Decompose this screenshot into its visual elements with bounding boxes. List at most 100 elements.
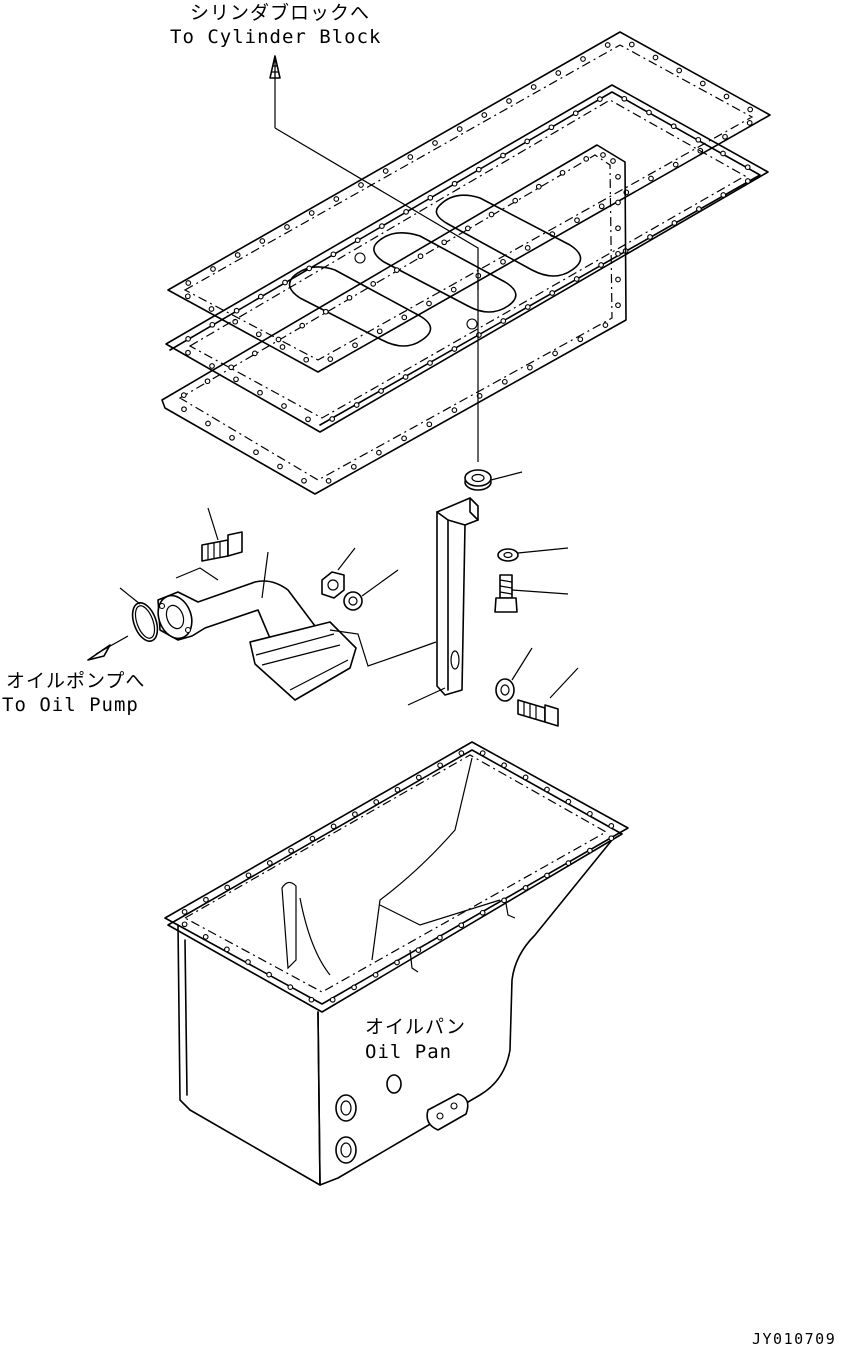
bolt-hole	[322, 308, 329, 315]
nut	[321, 547, 356, 599]
arrow-up-icon	[269, 55, 281, 79]
bolt-hole	[288, 847, 294, 854]
bolt-hole	[501, 762, 507, 769]
bolt-hole	[722, 133, 728, 140]
oil-pan-label: Oil Pan	[365, 1041, 453, 1063]
bolt-hole	[303, 356, 310, 363]
bolt-hole	[437, 934, 443, 941]
cylinder-block-label: To Cylinder Block	[170, 26, 382, 48]
bolt-hole	[587, 847, 593, 854]
bolt-hole	[209, 363, 215, 369]
bolt-small	[494, 574, 569, 613]
bolt-hole	[224, 884, 231, 891]
bolt-hole	[488, 211, 495, 218]
bolt-hole	[275, 336, 282, 343]
bolt-hole	[672, 161, 679, 168]
bolt-hole	[180, 392, 187, 398]
bolt-hole	[299, 322, 306, 329]
bolt-hole	[583, 156, 590, 162]
bolt-hole	[233, 307, 240, 314]
bolt-hole	[565, 798, 572, 805]
lock-washer	[497, 547, 569, 562]
bolt-hole	[185, 280, 192, 286]
arrow-down-left-icon	[87, 635, 129, 661]
bolt-hole	[481, 112, 488, 118]
bolt-hole	[282, 279, 288, 286]
bolt-hole	[597, 96, 603, 102]
bolt-hole	[479, 909, 486, 916]
bolt-hole	[696, 206, 702, 212]
bolt-hole	[522, 885, 529, 891]
gasket-upper	[167, 31, 771, 373]
bolt-hole	[403, 209, 409, 215]
bolt-hole	[329, 996, 336, 1003]
washer-nut	[343, 569, 399, 611]
bolt-hole	[530, 84, 537, 90]
bolt-hole	[251, 350, 258, 357]
bolt-hole	[720, 150, 726, 157]
bolt-hole	[544, 872, 550, 879]
bolt-hole	[723, 93, 730, 100]
bolt-hole	[415, 774, 422, 781]
bolt-hole	[744, 164, 751, 171]
bolt-hole	[279, 344, 286, 350]
bolt-hole	[598, 262, 604, 268]
bolt-hole	[204, 378, 211, 385]
bolt-hole	[621, 95, 628, 102]
bolt-hole	[257, 389, 263, 396]
bolt-hole	[615, 250, 621, 257]
bolt-hole	[549, 290, 556, 296]
bolt-hole	[602, 322, 609, 328]
bolt-hole	[325, 478, 332, 484]
bolt-hole	[451, 346, 458, 352]
bolt-hole	[608, 835, 615, 842]
bolt-hole	[407, 154, 414, 160]
bolt-hole	[277, 463, 283, 470]
suction-tube	[157, 551, 437, 701]
bolt-hole	[229, 434, 235, 441]
bolt-hole	[615, 276, 621, 283]
bolt-hole	[401, 435, 407, 442]
bolt-hole	[628, 41, 635, 48]
bolt-hole	[695, 136, 702, 143]
bolt-hole	[224, 946, 230, 953]
bolt-hole	[394, 786, 401, 793]
bolt-hole	[475, 166, 482, 173]
bolt-hole	[354, 237, 361, 244]
bolt-hole	[401, 314, 408, 321]
bolt-hole	[287, 984, 294, 990]
bolt-hole	[351, 984, 357, 991]
bolt-hole	[501, 897, 507, 904]
bolt-hole	[181, 921, 188, 928]
bolt-hole	[259, 238, 266, 244]
bolt-hole	[233, 376, 239, 383]
bolt-hole	[535, 183, 542, 190]
bolt-hole	[308, 996, 315, 1003]
oil-pump-label-jp: オイルポンプへ	[6, 670, 146, 692]
bolt-hole	[203, 896, 209, 903]
bolt-hole	[746, 120, 753, 126]
bolt-hole	[379, 223, 385, 229]
bolt-hole	[450, 286, 457, 293]
support-bracket	[407, 497, 479, 706]
bolt-hole	[376, 449, 382, 456]
bolt-hole	[202, 934, 209, 940]
bolt-hole	[573, 276, 580, 282]
bolt-hole	[427, 360, 433, 366]
bolt-hole	[350, 463, 357, 470]
bolt-hole	[548, 124, 555, 131]
bolt-hole	[500, 152, 506, 159]
bolt-hole	[555, 70, 562, 76]
bolt-hole	[333, 196, 340, 202]
bolt-hole	[284, 224, 290, 230]
bolt-hole	[373, 799, 380, 805]
cylinder-block-label-jp: シリンダブロックへ	[190, 2, 371, 24]
bolt-hole	[646, 109, 652, 116]
bolt-hole	[458, 750, 465, 756]
bolt-hole	[559, 169, 566, 176]
bolt-hole	[441, 239, 448, 246]
bolt-hole	[330, 823, 337, 830]
bolt-hole	[476, 332, 482, 338]
bolt-hole	[544, 786, 550, 793]
